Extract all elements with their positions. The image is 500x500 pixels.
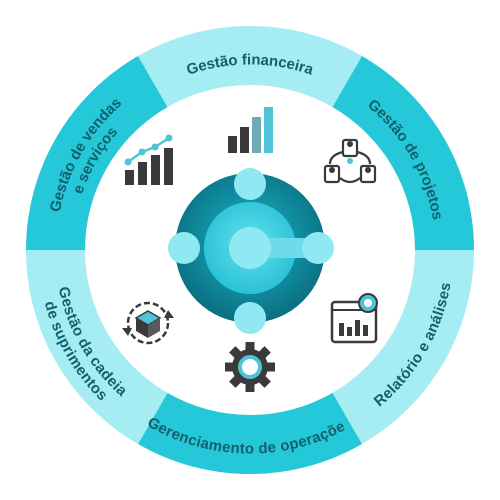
ring bbox=[26, 26, 474, 474]
line-bar-chart-icon bbox=[124, 134, 173, 185]
team-network-icon bbox=[323, 138, 377, 184]
cube-cycle-icon bbox=[122, 301, 174, 345]
ring-segment-vendas bbox=[26, 56, 168, 250]
bar-chart-icon bbox=[228, 107, 273, 153]
ring-segment-relatorio bbox=[332, 250, 474, 444]
ring-segment-operacoes bbox=[138, 392, 362, 474]
business-central-logo bbox=[168, 168, 334, 334]
ring-segment-financeira bbox=[138, 26, 362, 108]
ring-segment-projetos bbox=[332, 56, 474, 250]
gear-icon bbox=[225, 342, 275, 392]
ring-segment-suprimentos bbox=[26, 250, 168, 444]
report-search-icon bbox=[330, 293, 378, 344]
